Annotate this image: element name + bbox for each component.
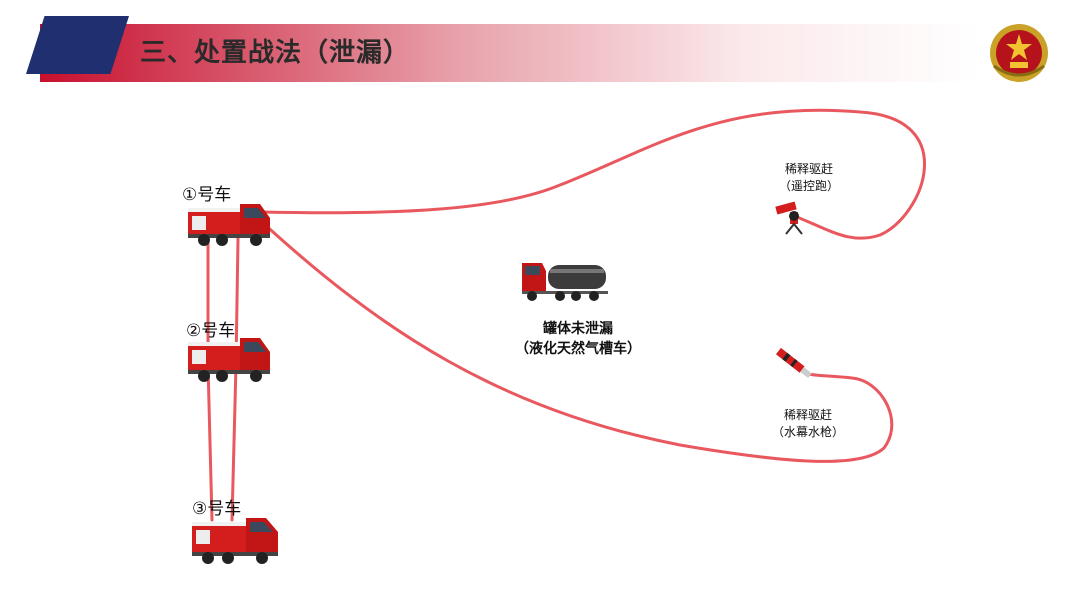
lng-tanker-truck-icon [520, 257, 610, 303]
fire-truck-2-icon [186, 330, 272, 386]
fire-truck-3-icon [190, 508, 280, 568]
water-curtain-label: 稀释驱赶 （水幕水枪） [766, 406, 850, 440]
tanker-label-line1: 罐体未泄漏 [513, 318, 643, 338]
remote-cannon-label-line1: 稀释驱赶 [772, 160, 846, 177]
water-curtain-label-line1: 稀释驱赶 [766, 406, 850, 423]
tanker-label: 罐体未泄漏 （液化天然气槽车） [513, 318, 643, 358]
water-curtain-label-line2: （水幕水枪） [766, 423, 850, 440]
tanker-label-line2: （液化天然气槽车） [513, 338, 643, 358]
fire-truck-1-icon [186, 196, 272, 248]
remote-cannon-label: 稀释驱赶 （遥控跑） [772, 160, 846, 194]
remote-cannon-icon [772, 198, 808, 238]
remote-cannon-label-line2: （遥控跑） [772, 177, 846, 194]
water-curtain-nozzle-icon [772, 344, 818, 384]
